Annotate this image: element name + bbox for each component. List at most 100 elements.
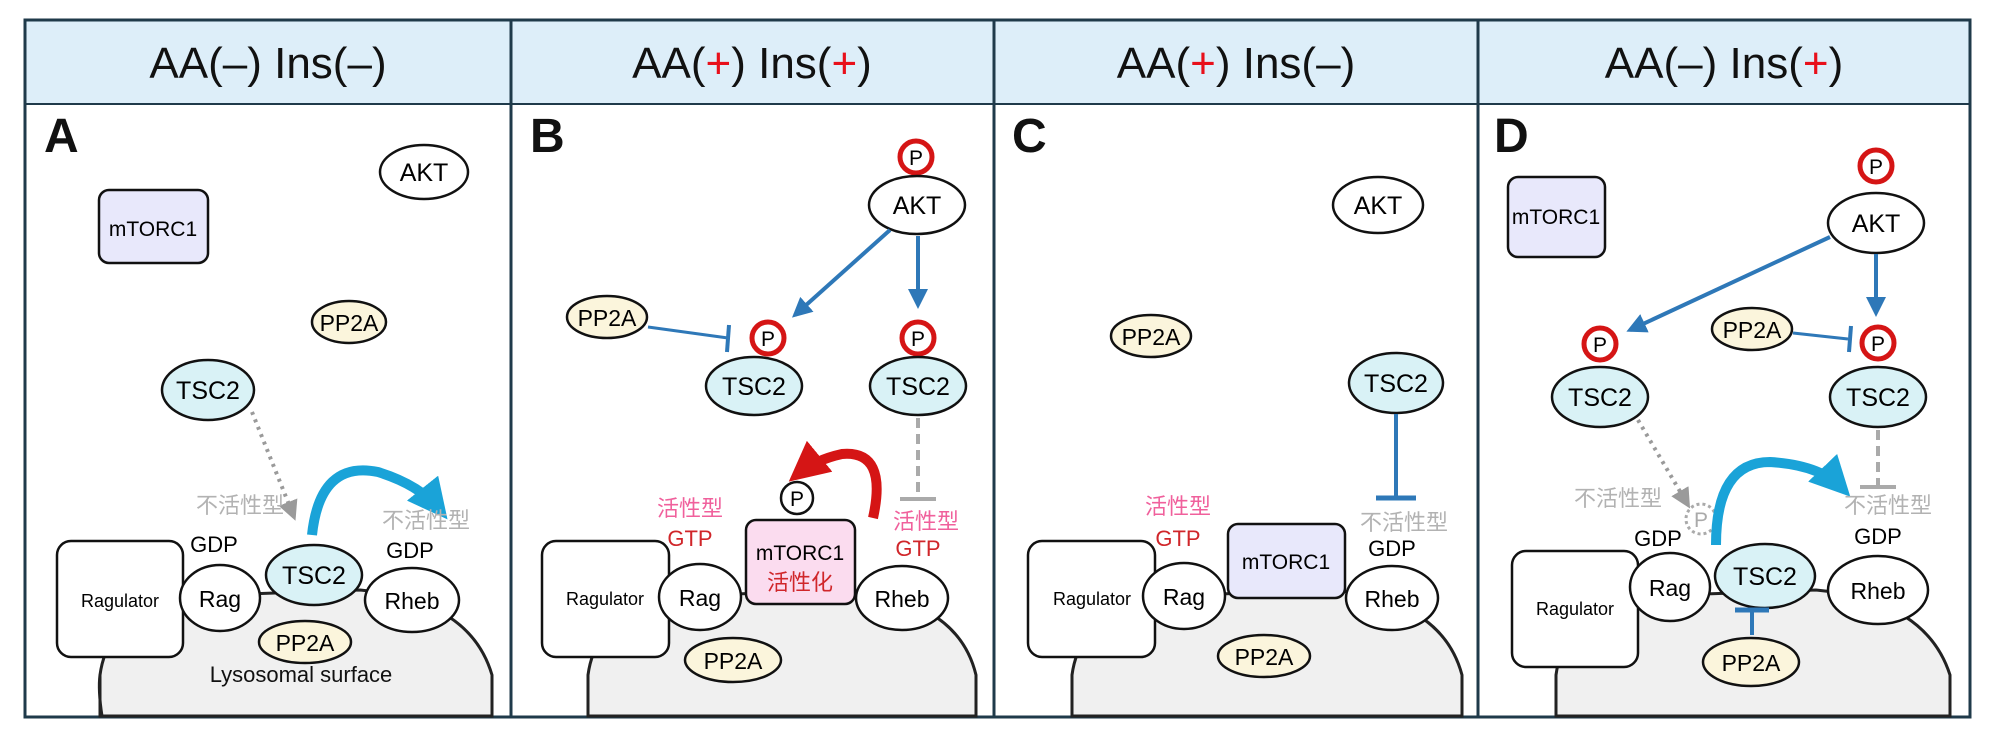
tsc2-phospho-badge-2 [1859, 324, 1897, 362]
svg-text:P: P [1694, 509, 1708, 532]
rheb-inactive-label: 不活性型 [1844, 493, 1932, 518]
tsc2-label: TSC2 [176, 377, 240, 405]
rheb-gdp-label: GDP [1854, 524, 1902, 549]
rheb-label: Rheb [1851, 578, 1906, 604]
akt-label: AKT [400, 159, 449, 187]
akt-node [1331, 175, 1425, 235]
mtorc1-node [97, 188, 210, 265]
pp2a-node [1710, 306, 1794, 352]
rag-active-label: 活性型 [1145, 494, 1211, 519]
svg-text:P: P [909, 147, 923, 170]
pp2a-label: PP2A [1122, 324, 1181, 350]
ragulator-label: Ragulator [1053, 589, 1131, 609]
panel-a-title: AA(–) Ins(–) [149, 39, 386, 88]
mtorc1-node [1506, 175, 1607, 259]
panel-c-header [994, 20, 1478, 104]
rheb-gdp-label: GDP [1368, 536, 1416, 561]
panel-c: AA(+) Ins(–) C AKT PP2A TSC2 活性型 GTP 不活性… [992, 18, 1480, 719]
mtorc1-label: mTORC1 [1242, 551, 1330, 574]
mtorc1-node [1226, 522, 1347, 600]
lysosomal-surface-label: Lysosomal surface [210, 662, 393, 687]
tsc2-node [160, 358, 256, 422]
panel-b: AA(+) Ins(+) B P AKT PP2A P TSC2 P TSC2 … [509, 18, 996, 719]
panel-a-letter: A [44, 110, 79, 163]
ragulator-label: Ragulator [566, 589, 644, 609]
akt-label: AKT [1852, 210, 1901, 238]
rheb-label: Rheb [875, 586, 930, 612]
mtorc1-phospho-badge [779, 480, 815, 516]
panel-b-letter: B [530, 110, 565, 163]
tsc2-label-2: TSC2 [886, 373, 950, 401]
mtorc1-activated-label: 活性化 [767, 570, 833, 595]
rag-inactive-label: 不活性型 [1574, 486, 1662, 511]
tsc2-phospho-badge-2 [899, 319, 937, 357]
rag-label: Rag [1163, 584, 1205, 610]
pp2a-lysosome-label: PP2A [704, 648, 763, 674]
panel-a: AA(–) Ins(–) A Lysosomal surface AKT mTO… [23, 18, 513, 719]
tsc2-node [1347, 351, 1445, 415]
panel-d-title: AA(–) Ins(+) [1605, 39, 1843, 88]
panel-c-letter: C [1012, 110, 1047, 163]
svg-text:P: P [911, 328, 925, 351]
pp2a-label: PP2A [578, 305, 637, 331]
akt-to-tsc2-arrow [792, 228, 892, 318]
mtorc1-active-node [744, 518, 857, 606]
rheb-gtp-label: GTP [895, 536, 940, 561]
svg-text:P: P [761, 328, 775, 351]
gap-activity-arrow [1711, 453, 1851, 546]
rag-active-label: 活性型 [657, 496, 723, 521]
pp2a-lysosome-node [1216, 633, 1312, 679]
svg-text:P: P [790, 488, 804, 511]
akt-label: AKT [1354, 192, 1403, 220]
pp2a-lysosome-label: PP2A [1722, 650, 1781, 676]
pp2a-node [565, 294, 649, 340]
tsc2-translocation-arrow [250, 411, 298, 521]
rag-node [1628, 551, 1712, 623]
rag-gtp-label: GTP [1155, 526, 1200, 551]
rheb-node [854, 564, 950, 632]
tsc2-phospho-badge [749, 319, 787, 357]
rheb-node [363, 566, 461, 634]
pp2a-lysosome-label: PP2A [276, 630, 335, 656]
rag-node [1141, 561, 1227, 631]
tsc2-label: TSC2 [1364, 370, 1428, 398]
mtorc1-label: mTORC1 [756, 542, 844, 565]
pp2a-node [1109, 313, 1193, 359]
mtorc1-label: mTORC1 [1512, 206, 1600, 229]
tsc2-lysosome-node [264, 543, 364, 607]
rag-node [657, 562, 743, 632]
rheb-gdp-label: GDP [386, 538, 434, 563]
akt-phospho-badge [897, 138, 935, 176]
pp2a-lysosome-label: PP2A [1235, 644, 1294, 670]
svg-text:P: P [1869, 156, 1883, 179]
rag-gtp-label: GTP [667, 526, 712, 551]
tsc2-node-2 [868, 355, 968, 417]
svg-text:P: P [1871, 333, 1885, 356]
rag-node [178, 563, 262, 633]
rheb-inactive-label: 不活性型 [1360, 510, 1448, 535]
rag-gdp-label: GDP [1634, 526, 1682, 551]
tsc2-node [1550, 365, 1650, 429]
tsc2-node-2 [1828, 365, 1928, 429]
akt-to-tsc2-arrow [1626, 235, 1831, 333]
panel-c-title: AA(+) Ins(–) [1117, 39, 1355, 88]
tsc2-label-2: TSC2 [1846, 384, 1910, 412]
rag-gdp-label: GDP [190, 532, 238, 557]
pp2a-label: PP2A [320, 310, 379, 336]
rheb-activation-arrow [788, 440, 882, 520]
rheb-label: Rheb [1365, 586, 1420, 612]
pp2a-label: PP2A [1723, 317, 1782, 343]
rag-inactive-label: 不活性型 [196, 493, 284, 518]
tsc2-lysosome-label: TSC2 [282, 562, 346, 590]
panel-b-header [511, 20, 994, 104]
svg-text:P: P [1593, 334, 1607, 357]
rheb-inactive-label: 不活性型 [382, 508, 470, 533]
akt-label: AKT [893, 192, 942, 220]
rheb-label: Rheb [385, 588, 440, 614]
panel-a-header [25, 20, 511, 104]
akt-node [867, 174, 967, 236]
pp2a-inhibition [1792, 331, 1849, 341]
panel-d-letter: D [1494, 110, 1529, 163]
akt-node [1826, 191, 1926, 255]
